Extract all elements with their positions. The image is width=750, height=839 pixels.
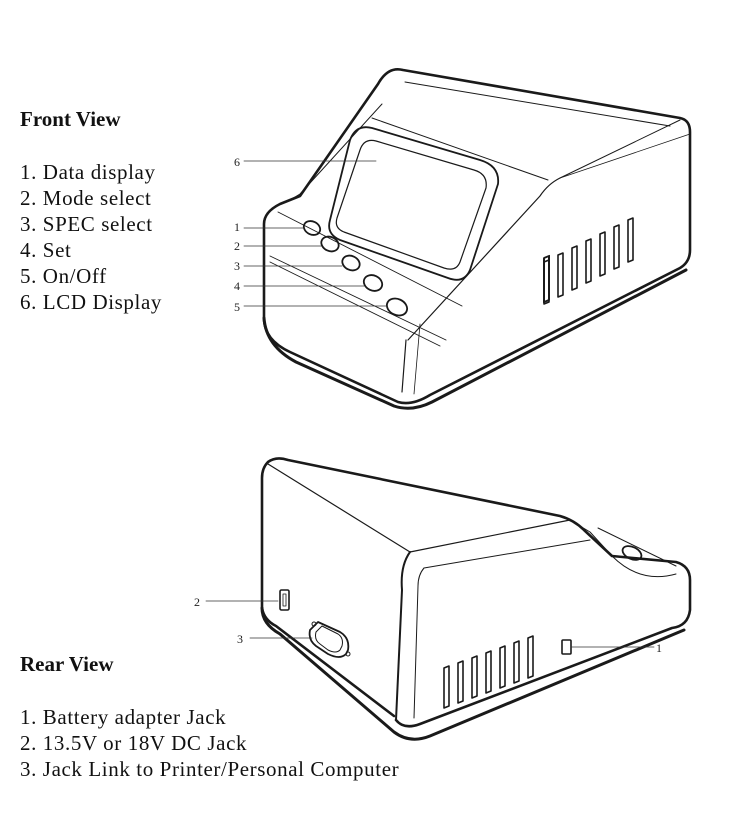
front-item-on-off: 5. On/Off [20,264,107,288]
front-callout-1: 1 [234,220,240,234]
rear-item-battery-jack: 1. Battery adapter Jack [20,705,227,729]
front-view-title: Front View [20,107,121,131]
rear-item-dc-jack: 2. 13.5V or 18V DC Jack [20,731,248,755]
front-device-drawing [243,68,692,410]
rear-view-title: Rear View [20,652,114,676]
front-item-set: 4. Set [20,238,72,262]
front-item-spec-select: 3. SPEC select [20,212,153,236]
rear-callout-1: 1 [656,641,662,655]
front-callout-6: 6 [234,155,240,169]
front-callout-3: 3 [234,259,240,273]
front-item-lcd-display: 6. LCD Display [20,290,162,314]
front-callout-5: 5 [234,300,240,314]
front-item-data-display: 1. Data display [20,160,156,184]
rear-item-pc-link-jack: 3. Jack Link to Printer/Personal Compute… [20,757,400,781]
rear-device-drawing [205,457,692,741]
rear-callout-3: 3 [237,632,243,646]
front-item-mode-select: 2. Mode select [20,186,152,210]
front-callout-4: 4 [234,279,240,293]
rear-callout-2: 2 [194,595,200,609]
front-callout-2: 2 [234,239,240,253]
